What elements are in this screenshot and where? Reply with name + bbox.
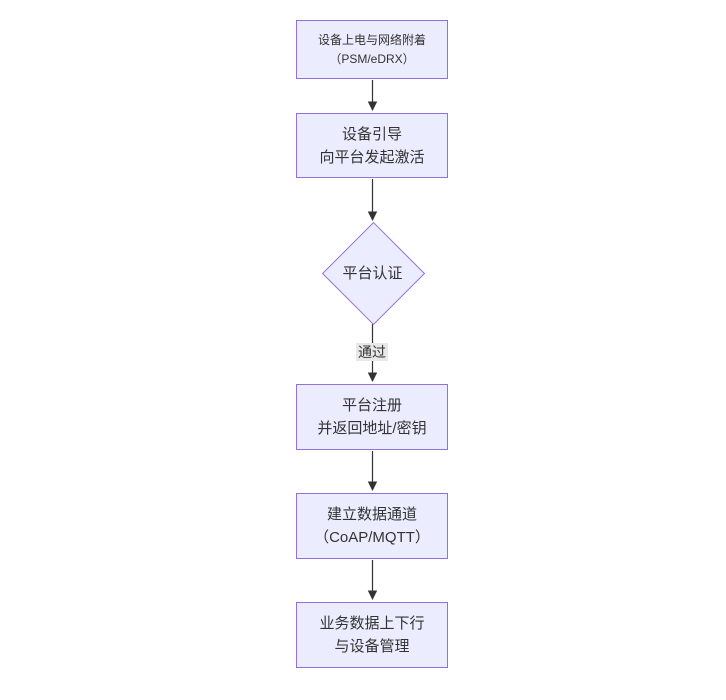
- node-power-attach: 设备上电与网络附着 （PSM/eDRX）: [296, 20, 448, 79]
- node-register-line2: 并返回地址/密钥: [317, 420, 427, 437]
- node-data-channel-line2: （CoAP/MQTT）: [314, 529, 430, 546]
- node-bootstrap-line1: 设备引导: [341, 125, 402, 143]
- node-data-channel-line1: 建立数据通道: [326, 506, 417, 523]
- node-auth-decision: 平台认证: [321, 221, 426, 326]
- node-bootstrap: 设备引导 向平台发起激活: [296, 113, 448, 178]
- node-power-attach-line1: 设备上电与网络附着: [317, 32, 426, 47]
- node-register-line1: 平台注册: [341, 397, 402, 414]
- node-business-line1: 业务数据上下行: [319, 615, 425, 632]
- node-business: 业务数据上下行 与设备管理: [296, 602, 448, 668]
- edge-label-auth-pass: 通过: [356, 343, 388, 361]
- node-business-line2: 与设备管理: [334, 638, 410, 655]
- node-auth-label: 平台认证: [342, 265, 403, 282]
- node-register: 平台注册 并返回地址/密钥: [296, 384, 448, 450]
- node-power-attach-line2: （PSM/eDRX）: [329, 51, 415, 66]
- node-bootstrap-line2: 向平台发起激活: [319, 148, 425, 166]
- node-data-channel: 建立数据通道 （CoAP/MQTT）: [296, 493, 448, 559]
